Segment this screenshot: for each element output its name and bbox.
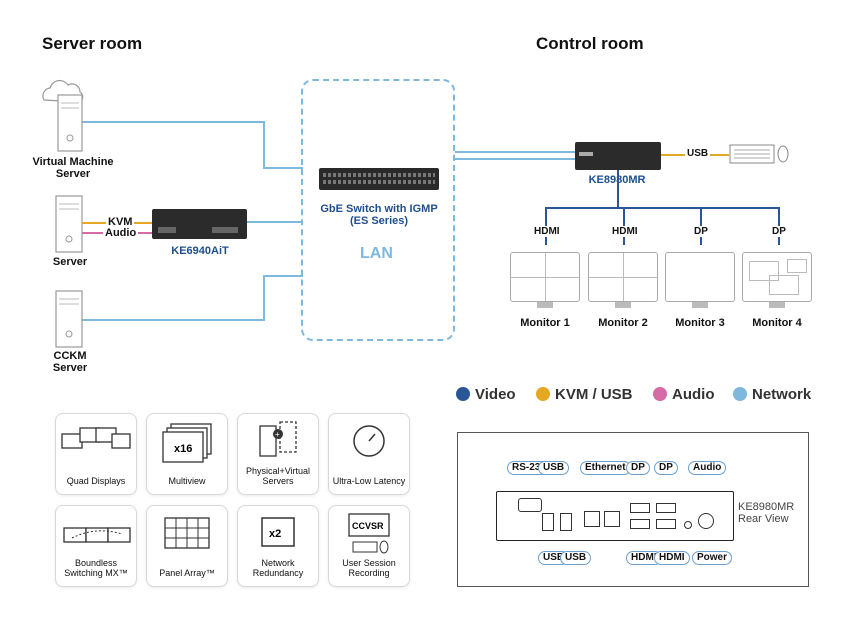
network-dot-icon [733, 387, 747, 401]
port-audio: Audio [688, 461, 727, 475]
multiview-icon: x16 [162, 423, 212, 463]
port-hdmi-1: HDMI [626, 551, 662, 565]
monitor-2-label: Monitor 2 [598, 317, 648, 329]
feature-multiview: x16 Multiview [146, 413, 228, 495]
server-label: Server [52, 256, 88, 268]
vm-server-label: Virtual Machine Server [32, 156, 114, 180]
network-redundancy-icon: x2 [261, 517, 295, 547]
control-room-title: Control room [536, 34, 644, 53]
monitor-4-label: Monitor 4 [752, 317, 802, 329]
cckm-server-label: CCKM Server [52, 350, 88, 374]
gbe-switch-device [319, 168, 439, 190]
panel-array-icon [164, 517, 210, 549]
ke6940ait-label: KE6940AiT [171, 245, 229, 257]
legend-audio: Audio [653, 386, 715, 403]
rear-view-title: KE8980MR Rear View [738, 501, 795, 525]
output-label-2: HDMI [610, 226, 640, 237]
legend-kvm-usb: KVM / USB [536, 386, 633, 403]
feature-panel-array: Panel Array™ [146, 505, 228, 587]
output-label-1: HDMI [532, 226, 562, 237]
ke8980mr-label: KE8980MR [572, 174, 662, 186]
rear-view-panel: KE8980MR Rear View RS-232 USB Ethernet D… [457, 432, 809, 587]
keyboard-mouse-icon [729, 144, 789, 164]
video-dot-icon [456, 387, 470, 401]
port-power: Power [692, 551, 733, 565]
monitor-4 [742, 252, 812, 302]
monitor-1 [510, 252, 580, 302]
legend-video: Video [456, 386, 516, 403]
lan-label: LAN [360, 245, 393, 262]
port-dp-1: DP [626, 461, 650, 475]
feature-network-redundancy: x2 Network Redundancy [237, 505, 319, 587]
output-label-3: DP [692, 226, 710, 237]
audio-cable-label: Audio [103, 227, 139, 239]
kvm-cable-label: KVM [106, 216, 135, 228]
feature-quad-displays: Quad Displays [55, 413, 137, 495]
switch-label: GbE Switch with IGMP (ES Series) [320, 203, 438, 227]
latency-icon [353, 425, 385, 457]
svg-text:+: + [275, 430, 280, 439]
port-dp-2: DP [654, 461, 678, 475]
monitor-1-label: Monitor 1 [520, 317, 570, 329]
port-usb-top: USB [538, 461, 570, 475]
lan-zone [301, 79, 455, 341]
rear-chassis [496, 491, 734, 541]
monitor-3-label: Monitor 3 [675, 317, 725, 329]
recording-icon: CCVSR [348, 513, 390, 554]
boundless-icon [63, 527, 131, 543]
svg-text:x16: x16 [174, 443, 192, 455]
usb-cable-label: USB [685, 148, 711, 159]
output-label-4: DP [770, 226, 788, 237]
feature-latency: Ultra-Low Latency [328, 413, 410, 495]
physical-virtual-icon: + [259, 421, 297, 457]
port-usb-bottom-2: USB [560, 551, 592, 565]
monitor-3 [665, 252, 735, 302]
port-hdmi-2: HDMI [654, 551, 690, 565]
legend-network: Network [733, 386, 811, 403]
monitor-2 [588, 252, 658, 302]
feature-physical-virtual: + Physical+Virtual Servers [237, 413, 319, 495]
svg-text:CCVSR: CCVSR [352, 521, 384, 531]
quad-displays-icon [61, 427, 131, 449]
cloud-icon [42, 79, 84, 152]
svg-text:x2: x2 [269, 528, 281, 540]
audio-dot-icon [653, 387, 667, 401]
cckm-server-icon [55, 290, 83, 348]
kvm-dot-icon [536, 387, 550, 401]
ke8980mr-device [575, 142, 661, 170]
ke6940ait-device [152, 209, 247, 239]
server-icon [55, 195, 83, 253]
feature-recording: CCVSR User Session Recording [328, 505, 410, 587]
server-room-title: Server room [42, 34, 143, 53]
port-ethernet: Ethernet [580, 461, 631, 475]
feature-boundless: Boundless Switching MX™ [55, 505, 137, 587]
